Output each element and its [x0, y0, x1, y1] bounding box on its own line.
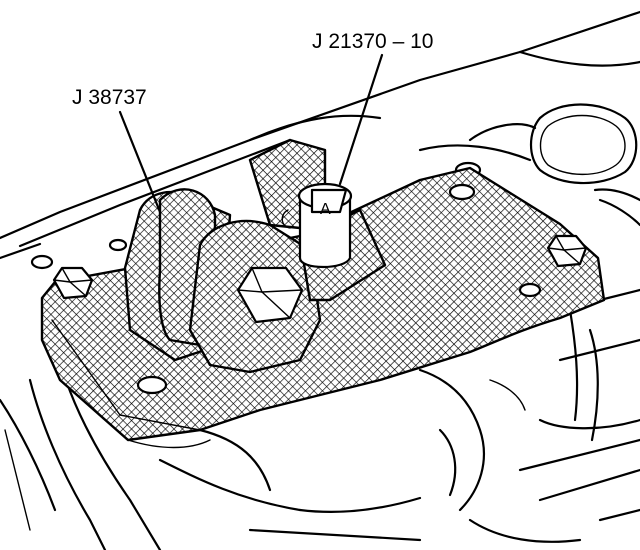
- leader-j21370: [338, 53, 384, 186]
- bolt-right: [546, 234, 588, 268]
- label-j38737: J 38737: [72, 86, 147, 109]
- bolt-left: [52, 266, 94, 300]
- tool-pin: A: [281, 182, 353, 268]
- label-j21370-10: J 21370 – 10: [312, 30, 433, 53]
- leader-j38737: [118, 110, 162, 214]
- pin-mark: A: [320, 201, 331, 218]
- plate-bolts: [52, 234, 588, 300]
- leader-lines: [118, 53, 384, 214]
- tool-plate: [40, 166, 606, 449]
- engine-block-background: [0, 10, 640, 550]
